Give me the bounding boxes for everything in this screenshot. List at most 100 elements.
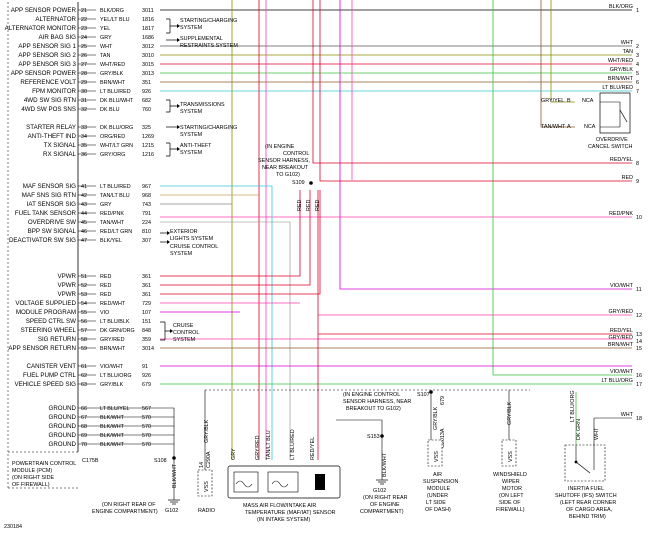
air-susp-label-1: AIR	[433, 472, 442, 478]
pcm-pin-name: IAT SENSOR SIG	[27, 201, 76, 208]
right-ref-number: 15	[636, 346, 642, 352]
pcm-pin-name: APP SENSOR SIG 1	[18, 43, 76, 50]
pcm-pin-number: 67	[81, 415, 87, 421]
pin-wire-color: DK BLU	[100, 107, 120, 113]
air-susp-label-2: SUSPENSION	[423, 479, 458, 485]
right-ref-wire: GRY/RED	[609, 309, 634, 315]
pin-wire-color: TAN/LT BLU	[100, 193, 130, 199]
air-susp-label-3: MODULE	[427, 486, 450, 492]
s153-note-1: (IN ENGINE CONTROL	[343, 392, 400, 398]
pin-circuit-number: 107	[142, 310, 151, 316]
pcm-label-3: (ON RIGHT SIDE	[12, 475, 55, 481]
pin-circuit-number: 3011	[142, 8, 154, 14]
right-ref-wire: TAN	[623, 49, 633, 55]
s153-id: S153	[367, 434, 380, 440]
pcm-pin-name: STEERING WHEEL	[21, 327, 77, 334]
pin-circuit-number: 1215	[142, 143, 154, 149]
pcm-pin-number: 22	[81, 17, 87, 23]
pin-circuit-number: 570	[142, 424, 151, 430]
right-ref-wire: WHT	[621, 412, 634, 418]
anti-theft-label-2: SYSTEM	[180, 150, 203, 156]
maf-hotwire-element	[267, 471, 299, 493]
ifs-pivot	[574, 460, 578, 464]
s108-ground: S108 BLK/WHT G102 (ON RIGHT REAR OF ENGI…	[92, 456, 180, 515]
right-ref-number: 3	[636, 53, 639, 59]
pin-circuit-number: 729	[142, 301, 151, 307]
pcm-pin-number: 42	[81, 193, 87, 199]
right-ref-number: 11	[636, 287, 642, 293]
starting-charging-label-1: STARTING/CHARGING	[180, 18, 237, 24]
pin-wire-color: YEL	[100, 26, 110, 32]
pcm-pin-number: 70	[81, 442, 87, 448]
pin-circuit-number: 567	[142, 406, 151, 412]
pcm-pin-name: MODULE PROGRAM	[16, 309, 76, 316]
pcm-pin-name: VOLTAGE SUPPLIED	[15, 300, 76, 307]
pin-wire-color: BLK/YEL	[100, 238, 122, 244]
wire-od-b	[550, 0, 575, 103]
pin-wire-color: LT BLU/YEL	[100, 406, 129, 412]
pin-wire-color: WHT	[100, 44, 113, 50]
s109-note-1: (IN ENGINE	[265, 144, 295, 150]
pin-wire-color: TAN	[100, 53, 110, 59]
pin-wire-color: LT BLU/ORG	[100, 373, 132, 379]
right-ref-number: 16	[636, 373, 642, 379]
od-nca-1: NCA	[582, 98, 594, 104]
pin-circuit-number: 926	[142, 89, 151, 95]
pin-wire-color: YEL/LT BLU	[100, 17, 130, 23]
system-brackets	[160, 18, 177, 341]
s109-note-4: NEAR BREAKOUT	[262, 165, 309, 171]
pin-wire-color: TAN/WHT	[100, 220, 125, 226]
maf-wire-1: GRY	[231, 448, 237, 460]
figure-id: 230184	[4, 524, 22, 530]
pin-wire-color: BLK/WHT	[100, 433, 125, 439]
s153-gnote-2: OF ENGINE	[370, 502, 400, 508]
maf-body	[227, 465, 341, 499]
s153-note-2: SENSOR HARNESS, NEAR	[343, 399, 411, 405]
s109-note-2: CONTROL	[283, 151, 309, 157]
pcm-pin-number: 45	[81, 220, 87, 226]
starting-charging-label-2: SYSTEM	[180, 25, 203, 31]
right-ref-wire: WHT/RED	[608, 58, 633, 64]
pcm-pin-number: 29	[81, 80, 87, 86]
right-ref-wire: VIO/WHT	[610, 283, 634, 289]
pcm-pin-name: DEACTIVATOR SW SIG	[9, 237, 76, 244]
air-susp-label-5: LT SIDE	[426, 500, 446, 506]
od-pin-b: B	[567, 98, 571, 104]
radio-connector: VSS 14 C290A GRY/BLK RADIO	[197, 419, 215, 514]
pin-circuit-number: 682	[142, 98, 151, 104]
pin-circuit-number: 3014	[142, 346, 154, 352]
pin-circuit-number: 967	[142, 184, 151, 190]
wiper-label-6: FIREWALL)	[496, 507, 525, 513]
pin-circuit-number: 3015	[142, 62, 154, 68]
pin-circuit-number: 359	[142, 337, 151, 343]
starting-bracket	[166, 18, 177, 34]
pin-wire-color: GRY/RED	[100, 337, 125, 343]
windshield-wiper-motor: GRY/BLK VSS WINDSHIELD WIPER MOTOR (ON L…	[493, 401, 527, 513]
pin-wire-color: BLK/WHT	[100, 415, 125, 421]
s107-dot	[429, 390, 433, 394]
pcm-pin-name: OVERDRIVE SW	[28, 219, 76, 226]
pcm-pin-name: RX SIGNAL	[43, 151, 77, 158]
right-ref-wire: RED	[622, 175, 633, 181]
system-arrowheads	[167, 24, 180, 333]
pcm-pin-name: GROUND	[49, 432, 77, 439]
arrowhead-6	[167, 231, 170, 235]
pin-wire-color: BLK/WHT	[100, 442, 125, 448]
right-ref-number: 7	[636, 89, 639, 95]
pcm-connector-id: C175B	[82, 458, 99, 464]
maf-wire-labels: GRY GRY/RED TAN/LT BLU LT BLU/RED RED/YE…	[231, 429, 316, 460]
ifs-blade	[575, 461, 591, 474]
air-susp-label-4: (UNDER	[427, 493, 448, 499]
wiper-label-2: WIPER	[502, 479, 520, 485]
s108-dot	[172, 456, 176, 460]
air-suspension-module: S107 GRY/BLK 679 C2013A VSS AIR SUSPENSI…	[417, 390, 458, 513]
ifs-wire-3: WHT	[594, 427, 600, 440]
anti-theft-label-1: ANTI-THEFT	[180, 143, 212, 149]
pcm-pin-name: VPWR	[57, 291, 76, 298]
od-label-2: CANCEL SWITCH	[588, 144, 633, 150]
pin-circuit-number: 361	[142, 274, 151, 280]
s109-wire-3: RED	[315, 200, 321, 211]
wiper-label-3: MOTOR	[502, 486, 522, 492]
ifs-label-5: BEHIND TRIM)	[569, 514, 606, 520]
